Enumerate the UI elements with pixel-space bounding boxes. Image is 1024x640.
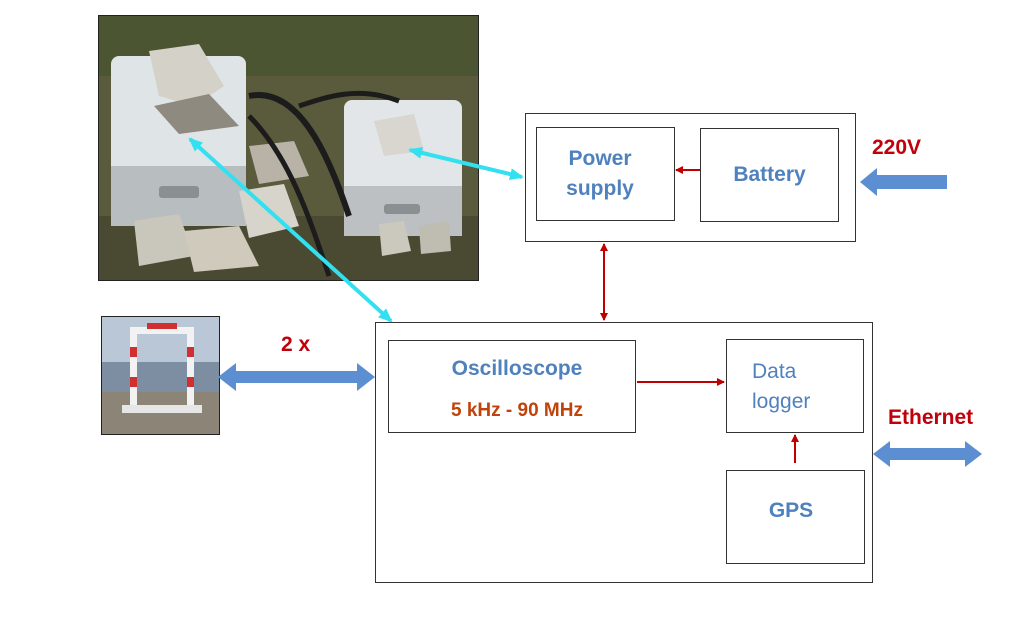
- gps-label: GPS: [768, 499, 814, 522]
- oscilloscope-box: [388, 340, 636, 433]
- frequency-range-label: 5 kHz - 90 MHz: [451, 400, 583, 421]
- photo-box-to-power-arrow: [408, 146, 524, 181]
- data-logger-label: Data logger: [752, 360, 811, 413]
- photo-box-to-main-arrow: [188, 137, 393, 323]
- ethernet-link-arrow: [873, 441, 982, 467]
- power-supply-box: [536, 127, 675, 221]
- antenna-photo: [101, 316, 220, 435]
- oscilloscope-label: Oscilloscope: [451, 357, 583, 380]
- battery-label: Battery: [733, 163, 806, 186]
- antenna-link-arrow: [218, 363, 375, 391]
- gps-box: [726, 470, 865, 564]
- power-input-arrow: [860, 168, 947, 196]
- power-supply-label: Power supply: [566, 147, 634, 200]
- ethernet-label: Ethernet: [888, 406, 974, 429]
- battery-box: [700, 128, 839, 222]
- voltage-label: 220V: [872, 136, 922, 159]
- data-logger-box: [726, 339, 864, 433]
- antenna-count-label: 2 x: [281, 333, 311, 356]
